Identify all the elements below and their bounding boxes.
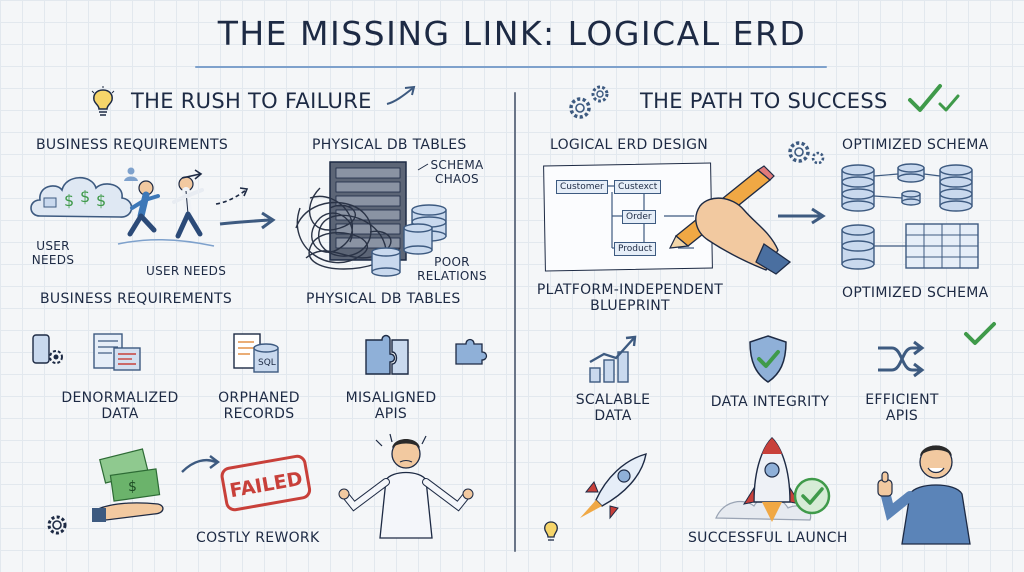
erd-entity-product: Product: [614, 242, 657, 256]
label-costly-rework: COSTLY REWORK: [196, 530, 320, 546]
erd-entity-contract: Custexct: [614, 180, 662, 194]
label-successful-launch: SUCCESSFUL LAUNCH: [688, 530, 848, 546]
optimized-schema-illustration: [841, 163, 979, 270]
shuffle-arrows-icon: [878, 340, 925, 378]
sql-records-icon: SQL: [233, 333, 279, 373]
gears-icon: [569, 85, 609, 119]
document-icon: [93, 333, 141, 371]
failed-stamp: FAILED: [220, 454, 312, 512]
curved-arrow-icon: [181, 455, 220, 473]
rocket-small-illustration: [580, 453, 647, 520]
dashed-arrow-icon: [215, 187, 249, 205]
label-data-integrity: DATA INTEGRITY: [710, 394, 830, 410]
confused-man-illustration: [338, 433, 474, 539]
sql-label: SQL: [258, 358, 276, 368]
section-heading-success: THE PATH TO SUCCESS: [640, 89, 888, 113]
center-divider: [514, 92, 516, 552]
label-business-requirements-bottom: BUSINESS REQUIREMENTS: [40, 291, 233, 307]
rocket-launch-illustration: [715, 437, 812, 522]
erd-connectors: [596, 185, 694, 249]
hand-pencil-illustration: [668, 165, 792, 275]
label-physical-db-tables-bottom: PHYSICAL DB TABLES: [306, 291, 461, 307]
upward-arrow-icon: [386, 85, 416, 105]
page-title: THE MISSING LINK: LOGICAL ERD: [217, 14, 807, 53]
checkmarks-icon: [908, 84, 960, 112]
label-optimized-schema-top: OPTIMIZED SCHEMA: [842, 137, 989, 153]
check-icon: [964, 322, 996, 345]
phone-gear-icon: [32, 334, 63, 364]
lightbulb-icon: [91, 86, 115, 116]
label-business-requirements-top: BUSINESS REQUIREMENTS: [36, 137, 229, 153]
growth-chart-icon: [589, 335, 637, 383]
svg-text:$: $: [80, 187, 90, 206]
shield-check-icon: [749, 335, 787, 383]
user-icon: [124, 167, 138, 181]
thumbs-up-man-illustration: [877, 445, 971, 545]
gear-icon-right: [788, 141, 825, 165]
svg-text:$: $: [128, 479, 137, 495]
puzzle-icon: [365, 334, 409, 375]
small-arrow-icon: [181, 169, 203, 180]
schema-chaos-illustration: [295, 161, 447, 277]
section-heading-failure: THE RUSH TO FAILURE: [131, 89, 372, 113]
label-physical-db-tables-top: PHYSICAL DB TABLES: [312, 137, 467, 153]
right-arrow-icon: [778, 207, 826, 225]
title-underline: [195, 66, 827, 68]
erd-entity-order: Order: [622, 210, 656, 224]
puzzle-piece-icon: [455, 338, 488, 365]
lightbulb-small-icon: [544, 521, 558, 541]
svg-text:$: $: [64, 191, 74, 210]
svg-text:$: $: [96, 191, 106, 210]
big-arrow-icon: [219, 211, 276, 230]
erd-entity-customer: Customer: [556, 180, 608, 194]
running-people-illustration: [117, 176, 215, 247]
gear-icon: [47, 515, 67, 535]
label-user-needs-mid: USER NEEDS: [146, 264, 227, 278]
success-check-icon: [793, 477, 831, 515]
money-hand-illustration: $: [92, 448, 164, 522]
label-logical-erd-design: LOGICAL ERD DESIGN: [550, 137, 709, 153]
label-optimized-schema-bottom: OPTIMIZED SCHEMA: [842, 285, 989, 301]
money-cloud-illustration: $ $ $: [30, 176, 133, 218]
failed-stamp-text: FAILED: [228, 468, 304, 502]
